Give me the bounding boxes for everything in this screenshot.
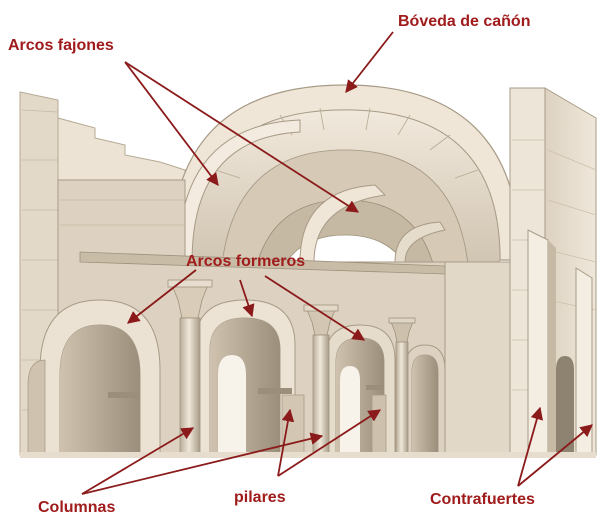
arrow-contrafuertes-1 [517, 406, 543, 487]
arrow-pilares-2 [277, 409, 382, 477]
arrow-formeros-2 [239, 279, 255, 318]
column-1 [167, 279, 213, 456]
label-boveda-de-canon: Bóveda de cañón [398, 13, 531, 30]
arrow-columnas-1 [81, 427, 195, 495]
side-aisle-arches [27, 299, 161, 456]
label-arcos-fajones: Arcos fajones [8, 37, 114, 54]
arrow-fajones-1 [124, 61, 219, 187]
arrow-boveda [345, 31, 394, 93]
ground-fade [20, 452, 596, 458]
arrow-columnas-2 [81, 432, 324, 495]
buttresses [527, 229, 593, 456]
arrow-pilares-1 [277, 408, 295, 477]
transverse-arches [177, 119, 446, 263]
arrow-fajones-2 [124, 61, 360, 213]
arrow-formeros-1 [127, 269, 197, 324]
stepped-roof [57, 117, 186, 181]
arrow-formeros-3 [264, 275, 366, 341]
label-columnas: Columnas [38, 499, 116, 516]
label-pilares: pilares [234, 489, 286, 506]
label-contrafuertes: Contrafuertes [430, 491, 535, 508]
arrow-contrafuertes-2 [517, 424, 593, 487]
column-3 [388, 317, 416, 456]
annotation-arrows [81, 31, 593, 495]
label-arcos-formeros: Arcos formeros [186, 253, 306, 270]
